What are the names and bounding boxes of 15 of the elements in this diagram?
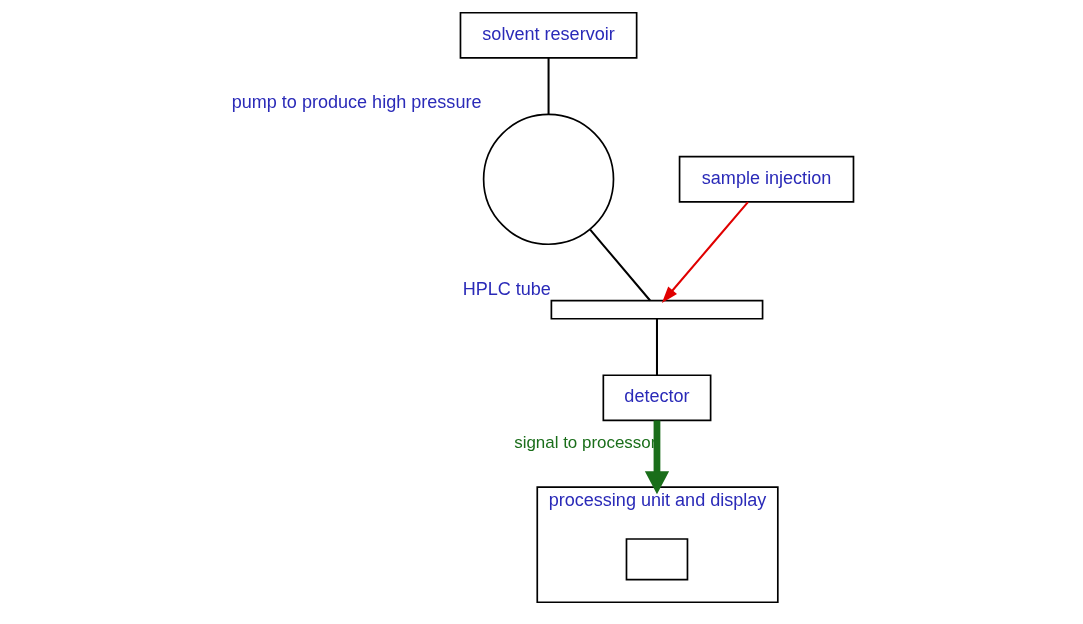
arrow	[644, 420, 670, 495]
node-box: solvent reservoir	[459, 11, 638, 59]
connector	[589, 228, 651, 302]
node-box: sample injection	[678, 155, 855, 203]
connector	[655, 318, 658, 376]
node-label: HPLC tube	[462, 278, 551, 299]
connector	[547, 57, 550, 115]
node-box	[625, 538, 689, 581]
node-bar	[550, 299, 764, 320]
arrow	[661, 201, 749, 303]
node-circle	[482, 113, 615, 246]
cluster: processing unit and display	[536, 486, 779, 604]
edge-label: signal to processor	[514, 433, 657, 453]
node-box: detector	[602, 374, 712, 422]
node-label: pump to produce high pressure	[231, 92, 482, 113]
